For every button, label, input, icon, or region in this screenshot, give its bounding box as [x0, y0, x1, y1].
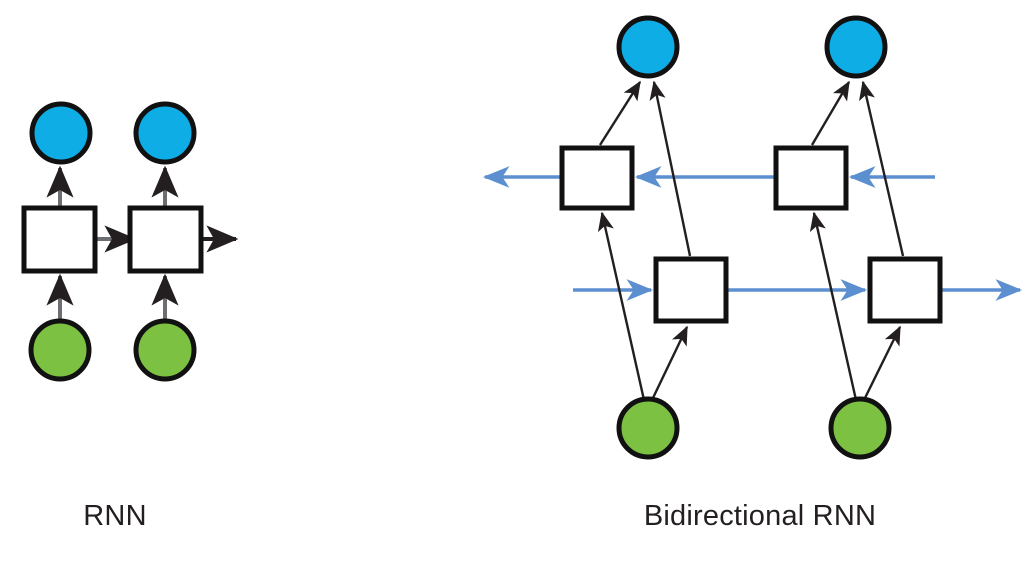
- edge-bi-forward1-to-output1: [649, 80, 692, 257]
- birnn-output-node-t1[interactable]: [616, 15, 680, 79]
- birnn-recurrent-edges: [482, 166, 1023, 301]
- caption-bidirectional-rnn: Bidirectional RNN: [643, 500, 877, 532]
- birnn-backward-cell-t1[interactable]: [559, 145, 635, 211]
- edge-bi-input1-to-forward1: [650, 325, 689, 401]
- edge-bi-forward2-to-output2: [859, 80, 905, 257]
- caption-rnn: RNN: [83, 500, 147, 532]
- birnn-input-node-t1[interactable]: [616, 396, 680, 460]
- birnn-output-node-t2[interactable]: [824, 15, 888, 79]
- rnn-output-node-t1[interactable]: [29, 101, 93, 165]
- birnn-forward-cell-t2[interactable]: [867, 256, 943, 324]
- diagram-bidirectional-rnn: [482, 15, 1023, 460]
- rnn-input-node-t2[interactable]: [133, 318, 197, 382]
- rnn-hidden-cell-t1[interactable]: [21, 205, 98, 274]
- edge-bi-backward2-to-output2: [810, 80, 851, 146]
- birnn-backward-cell-t2[interactable]: [773, 145, 849, 211]
- birnn-input-node-t2[interactable]: [828, 396, 892, 460]
- diagram-rnn: [21, 101, 239, 382]
- birnn-feedforward-edges: [597, 80, 905, 401]
- birnn-forward-cell-t1[interactable]: [653, 256, 729, 324]
- edge-bi-input2-to-backward2: [809, 211, 858, 401]
- edge-bi-input2-to-forward2: [862, 325, 902, 401]
- rnn-edges: [46, 165, 239, 320]
- edge-bi-input1-to-backward1: [597, 211, 646, 401]
- edge-bi-backward1-to-output1: [598, 80, 642, 146]
- rnn-input-node-t1[interactable]: [28, 318, 92, 382]
- rnn-hidden-cell-t2[interactable]: [127, 205, 204, 274]
- rnn-output-node-t2[interactable]: [133, 101, 197, 165]
